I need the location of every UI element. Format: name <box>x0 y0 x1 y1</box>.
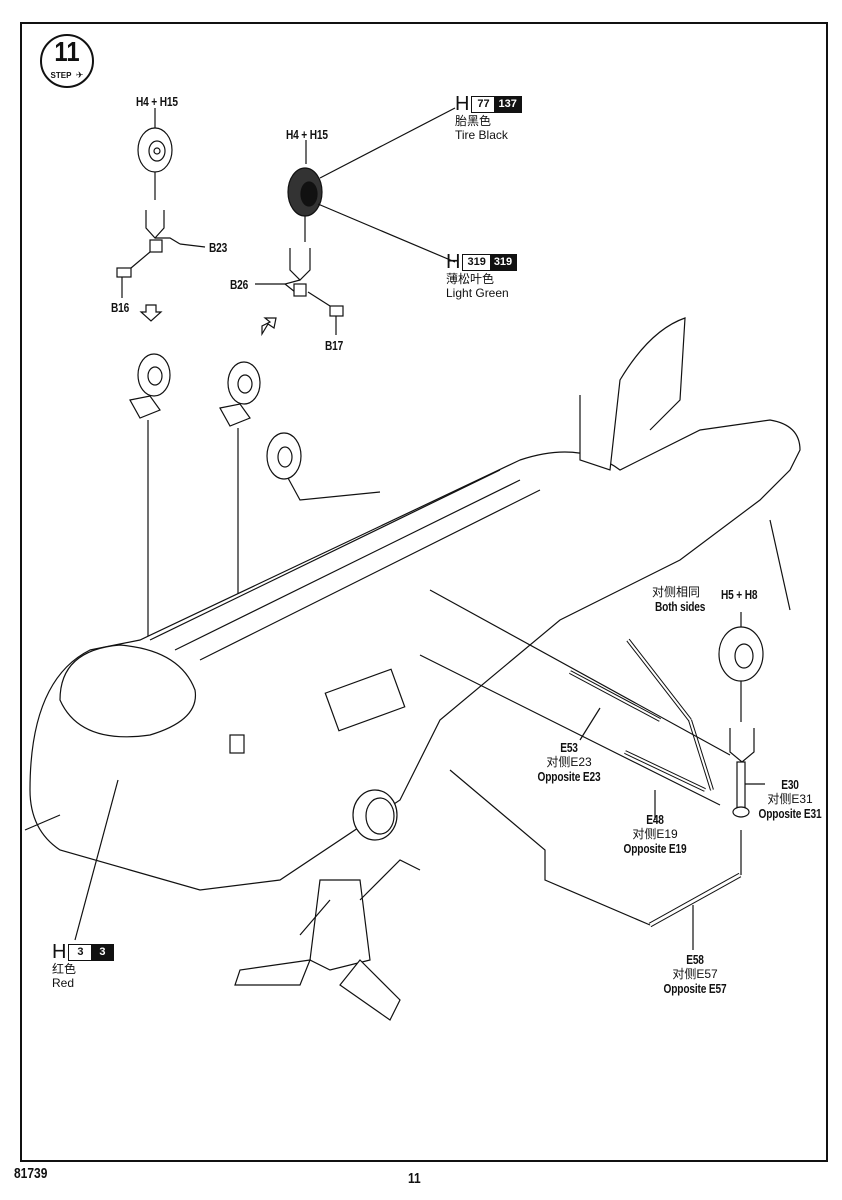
e30-cn: 对侧E31 <box>767 792 813 806</box>
nose-wheel-left <box>116 108 206 322</box>
step-word: STEP <box>50 71 72 80</box>
e58-part: E58 <box>686 952 704 967</box>
label-b23: B23 <box>209 240 228 255</box>
e48-cn: 对侧E19 <box>632 827 678 841</box>
e48-en: Opposite E19 <box>623 841 687 856</box>
label-b17: B17 <box>325 338 344 353</box>
e53-en: Opposite E23 <box>537 769 601 784</box>
e30-en: Opposite E31 <box>758 806 822 821</box>
paint-prefix: H <box>446 251 461 273</box>
product-code: 81739 <box>14 1165 48 1182</box>
label-b26: B26 <box>230 277 249 292</box>
step-number: 11 <box>54 36 80 67</box>
e30-part: E30 <box>781 777 799 792</box>
label-b16: B16 <box>111 300 130 315</box>
callout-e30: E30 对侧E31 Opposite E31 <box>745 777 835 821</box>
paint-code-white: 77 <box>472 96 495 112</box>
paint-code-black: 3 <box>91 944 114 960</box>
aircraft-icon: ✈ <box>75 70 84 80</box>
callout-e48: E48 对侧E19 Opposite E19 <box>610 812 700 856</box>
label-both-sides-en: Both sides <box>655 599 706 614</box>
paint-prefix: H <box>52 941 67 963</box>
e48-part: E48 <box>646 812 664 827</box>
paint-code-white: 319 <box>463 254 490 270</box>
label-wheel-left: H4 + H15 <box>136 94 178 109</box>
page-number: 11 <box>408 1170 421 1187</box>
page-frame <box>20 22 828 1162</box>
paint-name-en: Light Green <box>446 286 509 300</box>
paint-code-white: 3 <box>69 944 92 960</box>
label-wheel-right: H4 + H15 <box>286 127 328 142</box>
e58-cn: 对侧E57 <box>672 967 718 981</box>
callout-e58: E58 对侧E57 Opposite E57 <box>650 952 740 996</box>
e53-part: E53 <box>560 740 578 755</box>
paint-name-cn: 薄松叶色 <box>446 272 495 286</box>
label-wheel-main: H5 + H8 <box>721 587 758 602</box>
e58-en: Opposite E57 <box>663 981 727 996</box>
callout-e53: E53 对侧E23 Opposite E23 <box>524 740 614 784</box>
nose-wheel-right <box>255 107 456 337</box>
paint-name-en: Red <box>52 976 75 990</box>
paint-name-en: Tire Black <box>455 128 508 142</box>
e53-cn: 对侧E23 <box>546 755 592 769</box>
paint-name-cn: 胎黑色 <box>455 114 492 128</box>
paint-code-black: 319 <box>489 254 517 270</box>
step-badge: 11 STEP ✈ <box>40 34 94 88</box>
paint-name-cn: 红色 <box>52 962 77 976</box>
label-both-sides-cn: 对侧相同 <box>652 585 701 599</box>
paint-prefix: H <box>455 93 470 115</box>
paint-code-black: 137 <box>494 96 521 112</box>
